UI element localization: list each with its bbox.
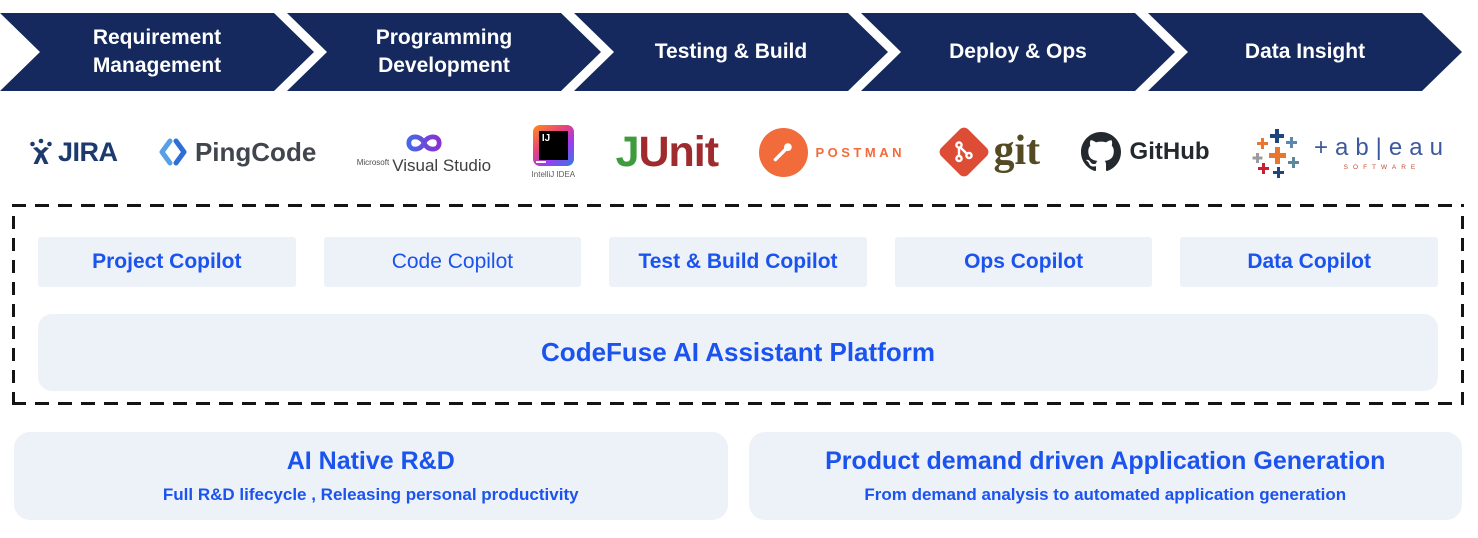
- tableau-software-caption: SOFTWARE: [1343, 163, 1421, 171]
- junit-unit-text: Unit: [638, 127, 719, 176]
- stage-label: Programming Development: [375, 25, 513, 77]
- pipeline-stage-programming-development: Programming Development: [287, 13, 601, 91]
- postman-wordmark: POSTMAN: [815, 144, 906, 160]
- intellij-icon: IJ: [532, 125, 574, 166]
- project-copilot-chip: Project Copilot: [38, 237, 296, 287]
- git-wordmark: git: [993, 128, 1041, 175]
- jira-logo: JIRA: [28, 137, 118, 168]
- jira-icon: [30, 138, 52, 164]
- github-wordmark: GitHub: [1129, 138, 1210, 165]
- test-build-copilot-chip: Test & Build Copilot: [609, 237, 867, 287]
- pipeline-stage-data-insight: Data Insight: [1148, 13, 1462, 91]
- benefit-title: AI Native R&D: [286, 447, 455, 475]
- stage-label: Data Insight: [1244, 39, 1366, 63]
- pingcode-logo: PingCode: [158, 137, 316, 168]
- vs-infinity-icon: [406, 134, 442, 152]
- visual-studio-logo: Microsoft Visual Studio: [357, 130, 491, 174]
- github-logo: GitHub: [1080, 132, 1210, 172]
- vs-brand-text: Microsoft: [356, 158, 390, 167]
- benefit-app-generation: Product demand driven Application Genera…: [748, 432, 1462, 520]
- benefit-ai-native-rd: AI Native R&D Full R&D lifecycle , Relea…: [14, 432, 728, 520]
- code-copilot-chip: Code Copilot: [323, 237, 582, 287]
- pipeline-stage-deploy-ops: Deploy & Ops: [861, 13, 1175, 91]
- github-octocat-icon: [1080, 132, 1121, 172]
- pipeline-stage-requirement-management: Requirement Management: [0, 13, 314, 91]
- ops-copilot-chip: Ops Copilot: [894, 237, 1153, 287]
- tools-logo-row: JIRA PingCode Microsoft Visual Studio: [0, 110, 1478, 194]
- tableau-logo: +ab|eau SOFTWARE: [1250, 125, 1450, 179]
- intellij-logo: IJ IntelliJ IDEA: [531, 125, 576, 179]
- benefits-row: AI Native R&D Full R&D lifecycle , Relea…: [14, 432, 1462, 520]
- pingcode-wordmark: PingCode: [194, 136, 317, 167]
- git-logo: git: [937, 125, 1041, 179]
- jira-wordmark: JIRA: [58, 136, 118, 167]
- codefuse-platform-bar: CodeFuse AI Assistant Platform: [38, 314, 1438, 391]
- copilot-row: Project Copilot Code Copilot Test & Buil…: [38, 237, 1438, 287]
- postman-logo: POSTMAN: [758, 127, 906, 177]
- pipeline-arrow-band: Requirement Management Programming Devel…: [0, 13, 1462, 91]
- intellij-underscore: [535, 160, 546, 163]
- vs-wordmark: Microsoft Visual Studio: [357, 157, 491, 174]
- tableau-wordmark-block: +ab|eau SOFTWARE: [1314, 134, 1450, 171]
- data-copilot-chip: Data Copilot: [1180, 237, 1438, 287]
- benefit-subtitle: From demand analysis to automated applic…: [864, 485, 1347, 504]
- junit-j-text: J: [615, 127, 640, 176]
- stage-label: Deploy & Ops: [949, 39, 1087, 63]
- stage-label: Testing & Build: [654, 39, 808, 63]
- benefit-title: Product demand driven Application Genera…: [825, 447, 1386, 475]
- postman-icon: [758, 127, 808, 177]
- benefit-subtitle: Full R&D lifecycle , Releasing personal …: [162, 485, 579, 504]
- copilot-platform-group: Project Copilot Code Copilot Test & Buil…: [12, 204, 1464, 405]
- intellij-monogram: IJ: [538, 131, 568, 160]
- stage-label: Requirement Management: [92, 25, 222, 77]
- tableau-marks-icon: [1252, 129, 1299, 178]
- tableau-wordmark: +ab|eau: [1313, 133, 1450, 161]
- git-icon: [937, 125, 992, 179]
- intellij-caption: IntelliJ IDEA: [531, 170, 576, 179]
- pingcode-icon: [159, 138, 187, 166]
- vs-name-text: Visual Studio: [392, 156, 492, 175]
- platform-label: CodeFuse AI Assistant Platform: [541, 337, 935, 367]
- pipeline-stage-testing-build: Testing & Build: [574, 13, 888, 91]
